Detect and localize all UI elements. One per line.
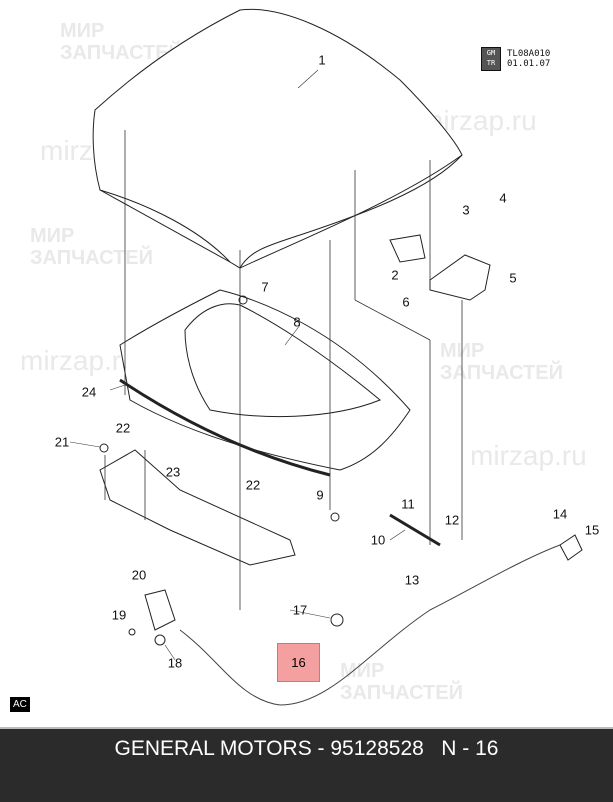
callout-6[interactable]: 6: [402, 294, 410, 310]
callout-15[interactable]: 15: [584, 522, 600, 538]
air-deflector: [99, 449, 296, 566]
gas-strut: [389, 513, 441, 547]
callout-22[interactable]: 22: [115, 420, 131, 436]
callout-17[interactable]: 17: [292, 602, 308, 618]
hood-insulator: [119, 289, 411, 471]
gm-logo-bottom: TR: [486, 59, 496, 67]
ac-badge: AC: [10, 697, 30, 712]
callout-9[interactable]: 9: [316, 487, 324, 503]
callout-7[interactable]: 7: [261, 279, 269, 295]
hood-panel: [92, 8, 463, 269]
callout-10[interactable]: 10: [370, 532, 386, 548]
footer-bar: GENERAL MOTORS - 95128528 N - 16: [0, 727, 613, 802]
hinge-bracket: [389, 234, 426, 263]
callout-22[interactable]: 22: [245, 477, 261, 493]
callout-2[interactable]: 2: [391, 267, 399, 283]
callout-8[interactable]: 8: [293, 314, 301, 330]
callout-16-highlighted[interactable]: 16: [277, 643, 320, 682]
hood-parts-diagram: [69, 8, 583, 706]
part-number-caption: GENERAL MOTORS - 95128528 N - 16: [114, 737, 499, 760]
gm-logo-top: GM: [486, 49, 496, 57]
gm-logo: GM TR: [481, 47, 501, 71]
diagram-code: TL08A010: [507, 49, 551, 59]
callout-4[interactable]: 4: [499, 190, 507, 206]
callout-5[interactable]: 5: [509, 270, 517, 286]
callout-14[interactable]: 14: [552, 506, 568, 522]
callout-19[interactable]: 19: [111, 607, 127, 623]
callout-1[interactable]: 1: [318, 52, 326, 68]
diagram-date: 01.01.07: [507, 59, 551, 69]
callout-23[interactable]: 23: [165, 464, 181, 480]
callout-20[interactable]: 20: [131, 567, 147, 583]
callout-12[interactable]: 12: [444, 512, 460, 528]
release-cable: [179, 544, 561, 706]
callout-24[interactable]: 24: [81, 384, 97, 400]
latch: [144, 589, 176, 631]
callout-16: 16: [291, 655, 306, 670]
callout-3[interactable]: 3: [462, 202, 470, 218]
callout-21[interactable]: 21: [54, 434, 70, 450]
callout-18[interactable]: 18: [167, 655, 183, 671]
callout-11[interactable]: 11: [401, 496, 415, 512]
callout-13[interactable]: 13: [404, 572, 420, 588]
hinge-right: [429, 254, 491, 301]
